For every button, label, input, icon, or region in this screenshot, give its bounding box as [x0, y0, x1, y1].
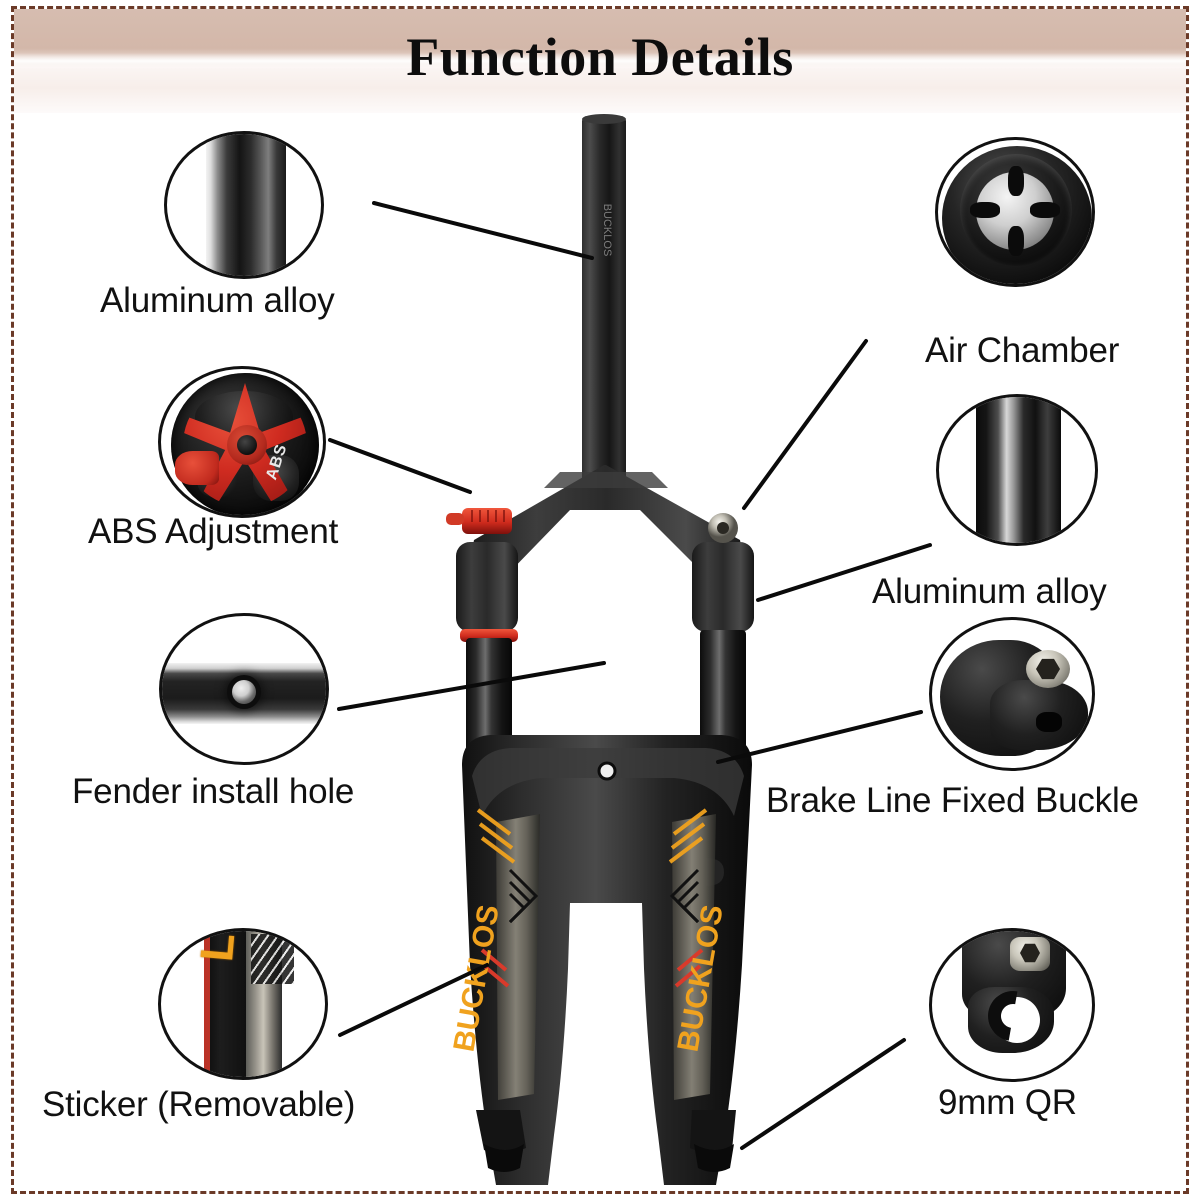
crown-clamp-right	[692, 542, 754, 632]
bubble-air-valve-detail	[935, 137, 1095, 287]
sticker-leg-dark-icon	[203, 931, 247, 1077]
caption-brake-line-buckle: Brake Line Fixed Buckle	[766, 781, 1139, 820]
steerer-top-cap	[582, 114, 626, 124]
sticker-red-stripe	[203, 931, 211, 1077]
caption-qr-skewer: 9mm QR	[938, 1083, 1077, 1122]
steerer-tube	[582, 116, 626, 484]
abs-adjuster-lever	[446, 513, 464, 525]
sticker-text-icon: LOS	[189, 931, 251, 964]
product-image-suspension-fork: BUCKLOS	[446, 114, 754, 1185]
brake-buckle-slot-icon	[1036, 712, 1062, 732]
caption-fender-install-hole: Fender install hole	[72, 772, 355, 811]
crown-bolt-right-hex	[717, 522, 729, 534]
page-title: Function Details	[406, 27, 794, 87]
fender-hole-icon	[232, 680, 256, 704]
crown-clamp-left	[456, 542, 518, 632]
stanchion-tube-icon	[976, 397, 1061, 543]
sticker-chevron-pattern	[251, 933, 294, 984]
abs-dial-hub-center	[237, 435, 257, 455]
fender-install-hole-rim	[597, 761, 617, 781]
caption-sticker-removable: Sticker (Removable)	[42, 1085, 356, 1124]
steerer-tube-icon	[205, 134, 286, 276]
dropout-left	[476, 1110, 526, 1154]
steerer-logo: BUCKLOS	[601, 204, 613, 257]
caption-air-chamber: Air Chamber	[925, 331, 1120, 370]
air-valve-notch-e	[1030, 202, 1060, 218]
bubble-fender-hole-detail	[159, 613, 329, 765]
caption-aluminum-alloy-leg: Aluminum alloy	[872, 572, 1107, 611]
qr-hook-left	[484, 1144, 524, 1172]
bubble-brake-buckle-detail	[929, 617, 1095, 771]
air-valve-notch-n	[1008, 166, 1024, 196]
bubble-abs-dial-detail: ABS	[158, 366, 326, 518]
dropout-right	[690, 1110, 736, 1154]
air-valve-notch-s	[1008, 226, 1024, 256]
qr-bolt-hex-icon	[1020, 943, 1040, 963]
arch-highlight	[472, 748, 744, 816]
header-banner	[14, 9, 1186, 113]
bubble-steerer-tube-detail	[164, 131, 324, 279]
air-valve-notch-w	[970, 202, 1000, 218]
abs-adjuster-ribs	[471, 510, 505, 522]
qr-hook-right	[694, 1144, 734, 1172]
brake-buckle-bolt-hex-icon	[1036, 658, 1060, 680]
banner-sheen	[14, 53, 1186, 69]
crown-top-bevel	[544, 472, 668, 488]
bubble-quick-release-detail	[929, 928, 1095, 1082]
bubble-sticker-detail: LOS	[158, 928, 328, 1080]
caption-abs-adjustment: ABS Adjustment	[88, 512, 339, 551]
abs-dial-lever-icon	[175, 451, 219, 485]
fender-install-hole-on-fork	[599, 763, 615, 779]
qr-hook-gap-icon	[994, 997, 1040, 1043]
caption-aluminum-alloy-top: Aluminum alloy	[100, 281, 335, 320]
bubble-stanchion-tube-detail	[936, 394, 1098, 546]
